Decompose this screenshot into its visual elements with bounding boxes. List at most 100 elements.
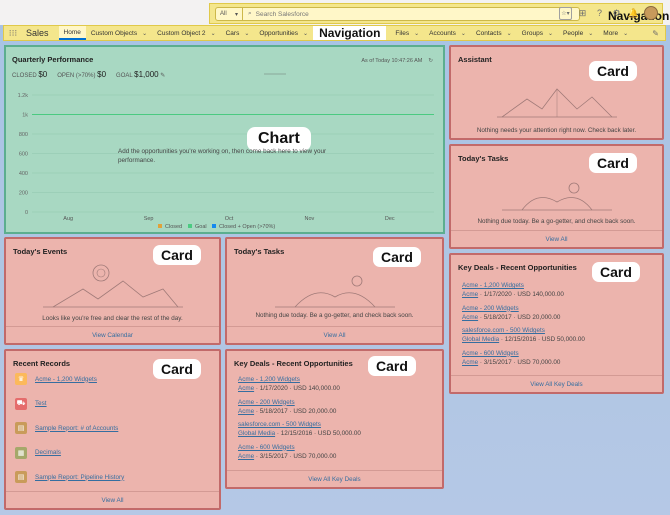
search-input[interactable]: Search Salesforce xyxy=(255,10,309,18)
deal-name-link[interactable]: Acme - 600 Widgets xyxy=(462,349,519,357)
legend-swatch xyxy=(188,224,192,228)
deal-account-link[interactable]: Acme xyxy=(462,313,479,321)
record-link[interactable]: Sample Report: Pipeline History xyxy=(35,473,125,481)
deal-amount: USD 140,000.00 xyxy=(293,385,340,392)
view-all-key-deals-link[interactable]: View All Key Deals xyxy=(227,470,442,487)
avatar[interactable] xyxy=(644,6,658,20)
nav-item-opportunities[interactable]: Opportunities ⌄ xyxy=(254,26,313,40)
nav-item-cars[interactable]: Cars⌄ xyxy=(221,26,255,40)
y-tick-label: 1.2k xyxy=(18,93,29,99)
card-title: Key Deals - Recent Opportunities xyxy=(234,359,353,368)
deal-account-link[interactable]: Acme xyxy=(462,291,479,298)
record-link[interactable]: Acme - 1,200 Widgets xyxy=(35,375,97,383)
record-link[interactable]: Test xyxy=(35,400,47,407)
search-scope-dropdown[interactable]: All ▾ xyxy=(216,8,243,20)
search-icon: ⌕ xyxy=(248,10,252,17)
separator: · xyxy=(478,358,484,366)
help-icon[interactable]: ? xyxy=(596,8,602,18)
deal-account-link[interactable]: Global Media xyxy=(462,336,500,343)
deal-name-link[interactable]: Acme - 200 Widgets xyxy=(238,398,295,406)
nav-item-custom-object-2[interactable]: Custom Object 2⌄ xyxy=(152,26,220,40)
nav-item-label: Groups xyxy=(521,29,543,37)
chevron-down-icon[interactable]: ⌄ xyxy=(547,30,553,37)
chevron-down-icon[interactable]: ⌄ xyxy=(244,30,250,37)
chevron-down-icon[interactable]: ⌄ xyxy=(142,30,148,37)
deal-date: 12/15/2016 xyxy=(504,336,537,343)
edit-nav-icon[interactable]: ✎ xyxy=(652,28,659,38)
legend-swatch xyxy=(212,224,216,228)
chevron-down-icon[interactable]: ⌄ xyxy=(506,30,512,37)
card-title: Key Deals - Recent Opportunities xyxy=(458,263,577,272)
nav-item-groups[interactable]: Groups ⌄ xyxy=(517,26,558,40)
goal-label: GOAL xyxy=(116,73,133,79)
list-item[interactable]: ♛ Acme - 1,200 Widgets xyxy=(15,373,97,385)
deal-name-link[interactable]: Acme - 1,200 Widgets xyxy=(462,282,524,289)
nav-item-more[interactable]: More⌄ xyxy=(598,26,633,40)
deal-name-link[interactable]: salesforce.com - 500 Widgets xyxy=(462,327,545,334)
card-annotation: Card xyxy=(373,247,421,267)
x-tick-label: Dec xyxy=(385,216,395,222)
app-launcher-icon[interactable]: ⁝⁝⁝ xyxy=(8,27,18,38)
nav-item-accounts[interactable]: Accounts⌄ xyxy=(424,26,471,40)
deal-account-link[interactable]: Acme xyxy=(238,385,255,392)
deal-date: 3/15/2017 xyxy=(259,452,288,460)
list-item[interactable]: ▤Sample Report: # of Accounts xyxy=(15,422,118,434)
opportunity-icon: ♛ xyxy=(15,373,27,385)
view-all-link[interactable]: View All xyxy=(451,230,662,247)
key-deals-card: Key Deals - Recent Opportunities Card Ac… xyxy=(225,349,444,489)
refresh-icon[interactable]: ↻ xyxy=(428,58,433,64)
chart-empty-line-1: Add the opportunities you're working on,… xyxy=(118,148,327,155)
chevron-down-icon[interactable]: ⌄ xyxy=(210,30,216,37)
view-all-link[interactable]: View All xyxy=(6,491,219,508)
list-item[interactable]: ▦ Decimals xyxy=(15,446,61,459)
global-search[interactable]: All ▾ ⌕ Search Salesforce xyxy=(215,7,580,21)
card-title: Today's Tasks xyxy=(458,154,509,163)
bell-icon[interactable]: 🔔 xyxy=(627,7,640,18)
add-icon[interactable]: ⊞ xyxy=(578,7,587,18)
deal-account-link[interactable]: Acme xyxy=(462,358,479,366)
nav-item-contacts[interactable]: Contacts⌄ xyxy=(471,26,517,40)
edit-goal-icon[interactable]: ✎ xyxy=(160,73,166,79)
recent-records-card: Recent Records Card ♛Acme - 1,200 Widget… xyxy=(4,349,221,510)
nav-item-label: Opportunities xyxy=(259,29,299,37)
card-annotation: Card xyxy=(153,245,201,265)
goal-value: $1,000 xyxy=(134,70,159,79)
custom-object-icon: ▦ xyxy=(15,446,27,459)
chevron-down-icon[interactable]: ⌄ xyxy=(303,30,309,37)
list-item[interactable]: ▤Sample Report: Pipeline History xyxy=(15,471,124,483)
deal-name-link[interactable]: salesforce.com - 500 Widgets xyxy=(238,421,321,428)
gear-icon[interactable]: ⚙ xyxy=(612,7,621,18)
chevron-down-icon[interactable]: ⌄ xyxy=(623,30,629,37)
card-title: Today's Events xyxy=(13,247,68,256)
deal-name-link[interactable]: Acme - 600 Widgets xyxy=(238,443,295,451)
nav-item-files[interactable]: Files⌄ xyxy=(390,26,424,40)
y-tick-label: 800 xyxy=(19,132,28,138)
empty-state-illustration xyxy=(496,88,617,118)
nav-item-people[interactable]: People⌄ xyxy=(558,26,598,40)
view-all-key-deals-link[interactable]: View All Key Deals xyxy=(451,375,662,392)
favorites-dropdown-icon[interactable]: ☆▾ xyxy=(559,6,572,20)
nav-item-label: Home xyxy=(63,28,81,36)
deal-amount: USD 50,000.00 xyxy=(317,430,361,437)
chevron-down-icon[interactable]: ⌄ xyxy=(460,30,466,37)
list-item[interactable]: ⛟Test xyxy=(15,397,47,410)
deal-account-link[interactable]: Acme xyxy=(238,407,255,415)
card-title: Recent Records xyxy=(13,359,71,368)
deal-name-link[interactable]: Acme - 200 Widgets xyxy=(462,304,519,312)
chevron-down-icon[interactable]: ⌄ xyxy=(588,30,594,37)
deal-name-link[interactable]: Acme - 1,200 Widgets xyxy=(238,376,300,383)
record-link[interactable]: Decimals xyxy=(35,449,61,456)
deal-account-link[interactable]: Global Media xyxy=(238,430,276,437)
nav-item-home[interactable]: Home xyxy=(58,26,86,40)
view-calendar-link[interactable]: View Calendar xyxy=(6,326,219,343)
view-all-link[interactable]: View All xyxy=(227,326,442,343)
deal-account-link[interactable]: Acme xyxy=(238,452,255,460)
chevron-down-icon[interactable]: ⌄ xyxy=(414,30,420,37)
nav-item-custom-objects[interactable]: Custom Objects⌄ xyxy=(86,26,152,40)
record-link[interactable]: Sample Report: # of Accounts xyxy=(35,424,119,432)
